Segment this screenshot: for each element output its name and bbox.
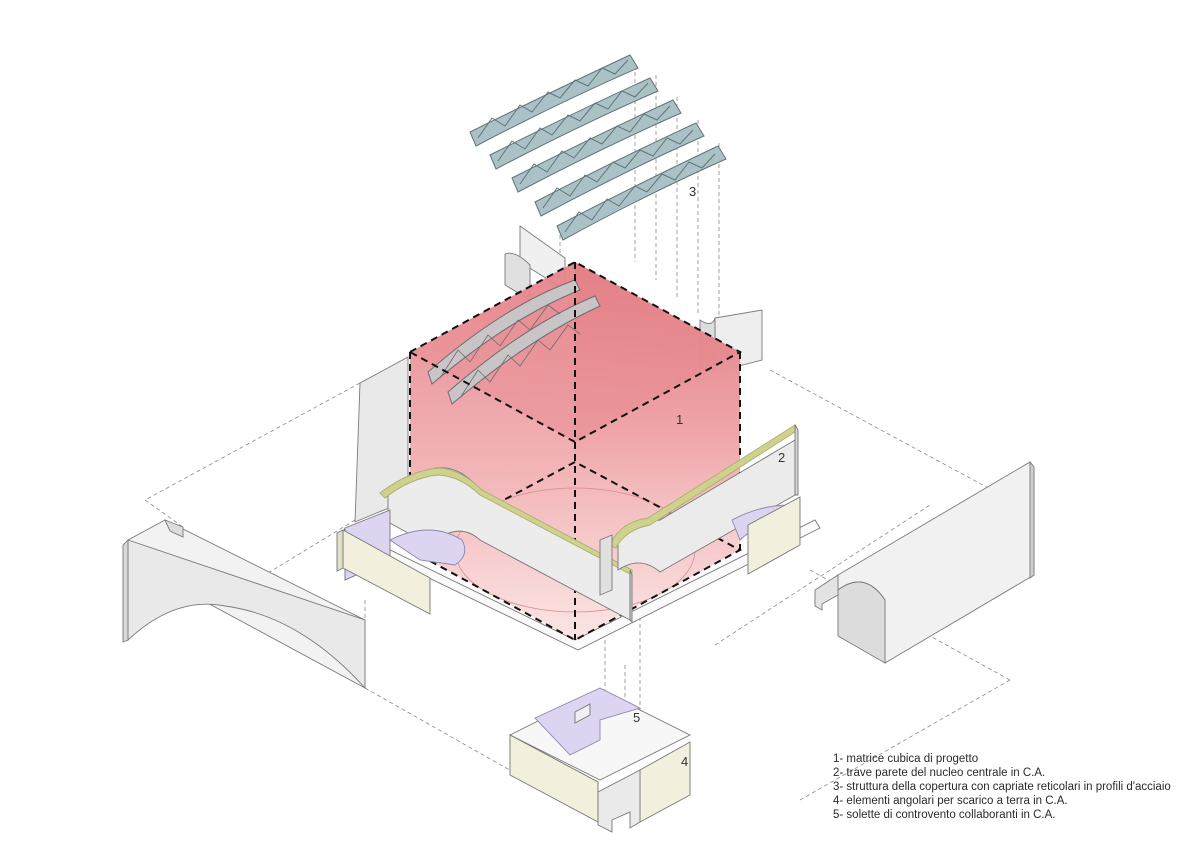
internal-trusses (427, 279, 601, 405)
callout-3: 3 (689, 184, 696, 199)
truss-2 (489, 77, 659, 170)
truss-1 (469, 54, 639, 147)
legend: 1- matrice cubica di progetto 2- trave p… (833, 752, 1171, 822)
callout-5: 5 (633, 710, 640, 725)
truss-5 (556, 145, 727, 241)
legend-item-5: 5- solette di controvento collaboranti i… (833, 809, 1056, 821)
legend-item-4: 4- elementi angolari per scarico a terra… (833, 795, 1068, 807)
callout-1: 1 (676, 412, 683, 427)
callout-4: 4 (681, 754, 688, 769)
callout-2: 2 (778, 450, 785, 465)
legend-item-3: 3- struttura della copertura con capriat… (833, 781, 1171, 793)
roof-trusses (469, 54, 727, 241)
right-corner-wall (814, 460, 1035, 664)
exploded-corner-element (508, 687, 692, 833)
callout-labels: 1 2 3 4 5 (633, 184, 785, 769)
left-corner-wall (122, 519, 366, 690)
right-beam-wall (599, 423, 801, 596)
legend-item-1: 1- matrice cubica di progetto (833, 753, 979, 765)
truss-3 (511, 99, 682, 193)
left-cream-panel (336, 529, 431, 615)
truss-4 (534, 122, 705, 217)
legend-item-2: 2- trave parete del nucleo centrale in C… (833, 767, 1046, 779)
